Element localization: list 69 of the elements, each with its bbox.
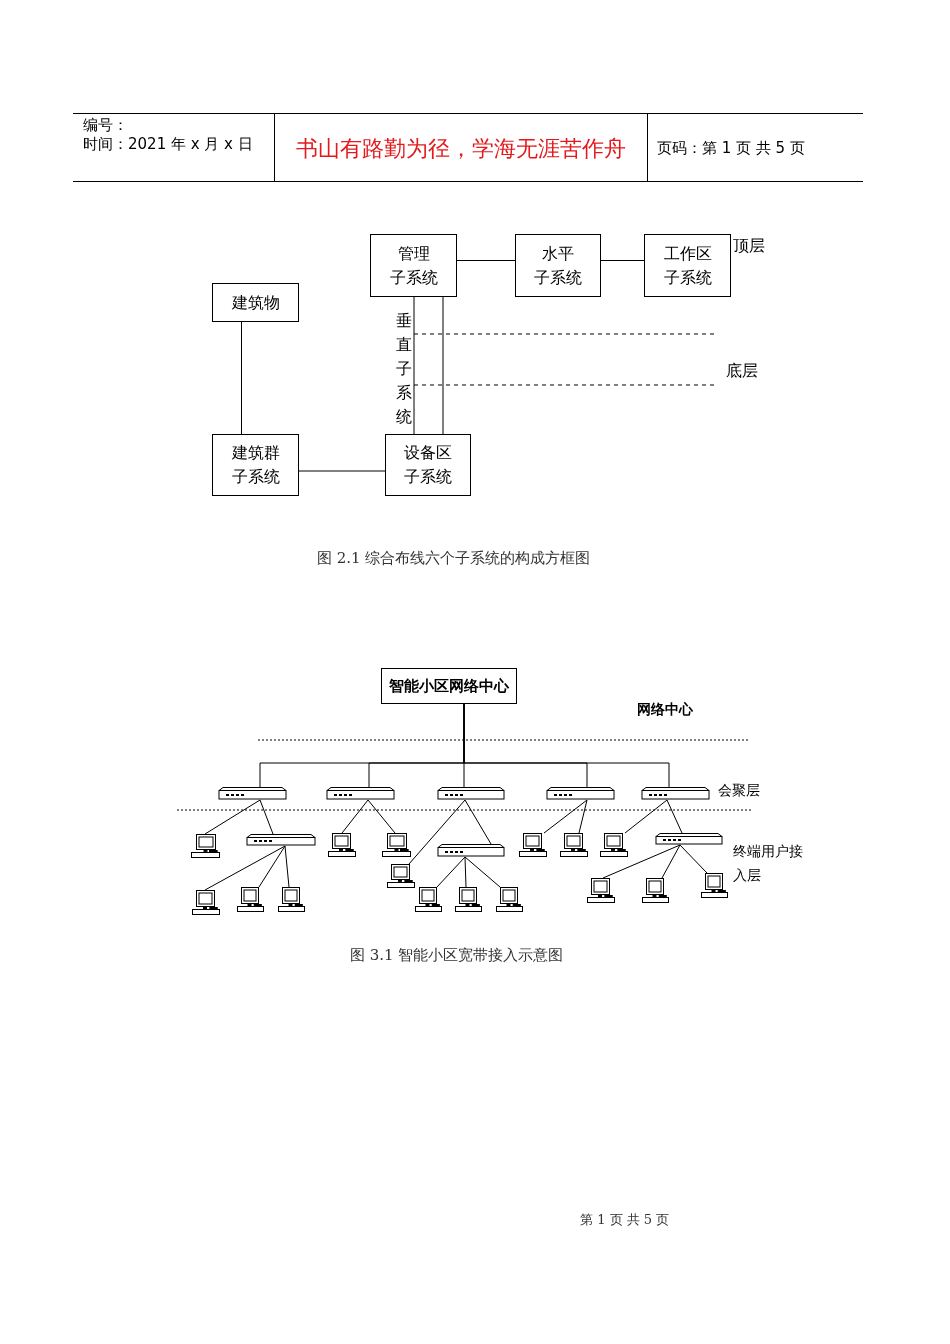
connector-line <box>284 845 290 888</box>
connector-line <box>258 845 286 888</box>
switch-icon <box>546 787 615 800</box>
computer-icon <box>382 833 411 857</box>
connector-line <box>241 321 242 435</box>
layer-label: 终端用户接入层 <box>733 842 804 885</box>
subsystem-box: 管理子系统 <box>370 234 457 297</box>
switch-icon <box>218 787 287 800</box>
subsystem-box: 工作区子系统 <box>644 234 731 297</box>
page-count-text: 页码：第 1 页 共 5 页 <box>657 139 805 159</box>
connector-line <box>204 799 261 835</box>
connector-line <box>456 260 516 261</box>
connector-line <box>259 799 274 835</box>
computer-icon <box>455 887 482 912</box>
connector-line <box>408 799 466 865</box>
computer-icon <box>519 833 547 857</box>
subsystem-box: 水平子系统 <box>515 234 601 297</box>
connector-line <box>367 799 396 834</box>
connector-line <box>543 799 588 834</box>
connector-line <box>464 856 467 888</box>
connector-line <box>624 799 668 834</box>
connector-line <box>600 260 645 261</box>
subsystem-box: 设备区子系统 <box>385 434 471 496</box>
figure-caption: 图 2.1 综合布线六个子系统的构成方框图 <box>317 549 591 569</box>
switch-icon <box>246 834 316 846</box>
connector-line <box>298 470 386 472</box>
computer-icon <box>560 833 588 857</box>
network-center-box: 智能小区网络中心 <box>381 668 517 704</box>
computer-icon <box>496 887 523 912</box>
page-footer: 第 1 页 共 5 页 <box>580 1212 670 1229</box>
switch-icon <box>655 833 723 845</box>
subsystem-box: 建筑物 <box>212 283 299 322</box>
computer-icon <box>600 833 628 857</box>
connector-line <box>464 856 501 888</box>
connector-line <box>413 296 415 435</box>
computer-icon <box>237 887 264 912</box>
computer-icon <box>192 890 220 915</box>
layer-label: 会聚层 <box>718 781 760 800</box>
switch-icon <box>326 787 395 800</box>
computer-icon <box>328 833 356 857</box>
connector-line <box>341 799 369 834</box>
layer-label: 网络中心 <box>637 700 693 719</box>
computer-icon <box>191 834 220 858</box>
layer-label: 顶层 <box>733 236 765 257</box>
connector-line <box>661 844 681 879</box>
connector-line <box>204 845 286 891</box>
switch-icon <box>437 844 505 857</box>
computer-icon <box>387 864 415 888</box>
connector-line <box>464 799 492 845</box>
connector-line <box>442 296 444 435</box>
connector-line <box>666 799 683 834</box>
computer-icon <box>701 873 728 898</box>
connector-line <box>436 856 466 888</box>
computer-icon <box>642 878 669 903</box>
connector-line <box>602 844 681 879</box>
date-text: 时间：2021 年 x 月 x 日 <box>83 135 253 155</box>
document-number-label: 编号： <box>83 116 128 136</box>
computer-icon <box>415 887 442 912</box>
connector-line <box>578 799 588 834</box>
switch-icon <box>437 787 505 800</box>
connector-line <box>463 703 670 788</box>
computer-icon <box>587 878 615 903</box>
switch-icon <box>641 787 710 800</box>
motto-heading: 书山有路勤为径，学海无涯苦作舟 <box>294 135 627 163</box>
layer-label: 底层 <box>726 361 758 382</box>
subsystem-box: 建筑群子系统 <box>212 434 299 496</box>
connector-line <box>679 844 708 874</box>
computer-icon <box>278 887 305 912</box>
figure-caption: 图 3.1 智能小区宽带接入示意图 <box>350 946 564 966</box>
